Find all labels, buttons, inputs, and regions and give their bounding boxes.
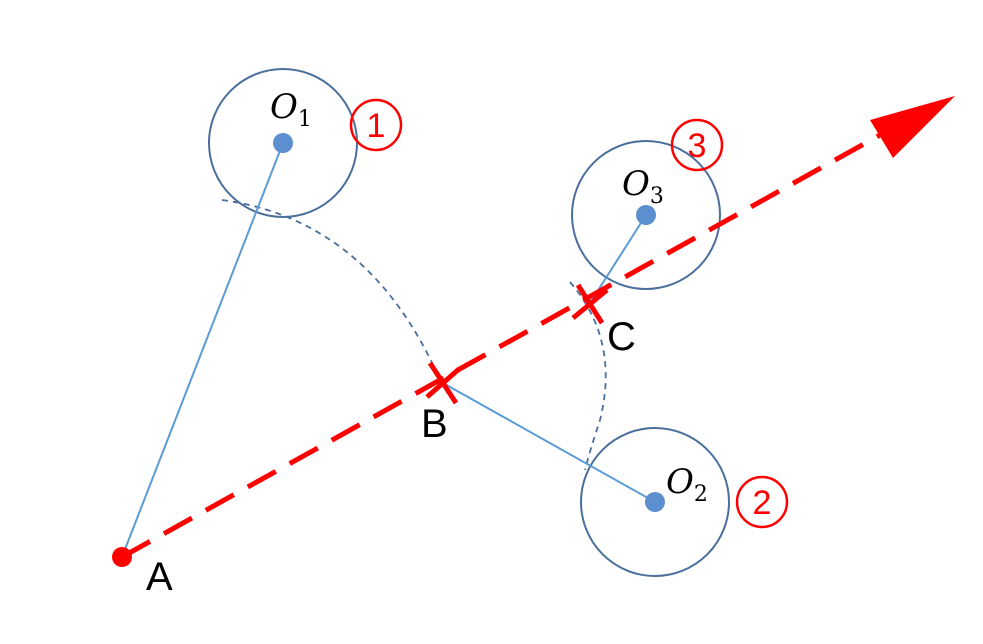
center-o1-label: O1	[270, 87, 312, 132]
circle-o2	[580, 427, 730, 577]
circle-o3	[571, 140, 721, 290]
circled-number-2: 2	[735, 475, 789, 529]
svg-text:3: 3	[688, 127, 707, 165]
path-line	[120, 132, 882, 560]
guide-arc-b	[221, 199, 441, 381]
center-o1-dot	[273, 133, 293, 153]
point-a-label: A	[146, 555, 173, 599]
center-o2-dot	[645, 492, 665, 512]
svg-text:1: 1	[367, 107, 386, 145]
point-a-dot	[112, 547, 132, 567]
connector-a-o1	[121, 142, 284, 558]
circled-number-3: 3	[670, 118, 724, 172]
cross-mark-c	[571, 283, 609, 325]
guide-arc-c	[569, 281, 607, 471]
point-c-label: C	[607, 315, 636, 359]
connector-b-o2	[442, 382, 656, 503]
circled-number-1: 1	[349, 98, 403, 152]
svg-text:2: 2	[753, 484, 772, 522]
center-o3-dot	[636, 205, 656, 225]
path-arrowhead	[870, 96, 955, 158]
cross-mark-b	[425, 361, 461, 405]
center-o3-label: O3	[622, 164, 664, 209]
point-b-label: B	[421, 402, 448, 446]
connector-c-o3	[589, 214, 647, 304]
center-o2-label: O2	[666, 462, 708, 507]
